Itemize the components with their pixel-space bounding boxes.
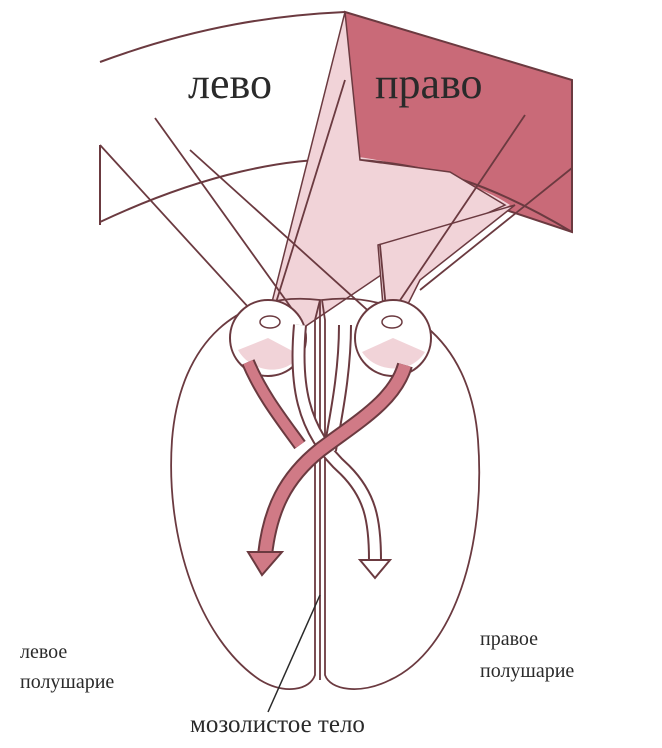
ray-left-2 <box>155 118 300 320</box>
left-eye-lens <box>260 316 280 328</box>
label-left-hemisphere-line2: полушарие <box>20 671 114 693</box>
pink-arrowhead <box>248 552 282 575</box>
label-left-hemisphere-line1: левое <box>20 641 67 663</box>
label-corpus-callosum: мозолистое тело <box>190 711 365 738</box>
corpus-callosum-pointer <box>268 595 320 712</box>
label-right-hemisphere-line1: правое <box>480 628 538 650</box>
ray-left-1 <box>100 145 260 320</box>
brain-outline <box>171 299 479 689</box>
right-eye-lens <box>382 316 402 328</box>
white-arrowhead <box>360 560 390 578</box>
label-left: лево <box>188 59 272 108</box>
label-right-hemisphere-line2: полушарие <box>480 660 574 682</box>
label-right: право <box>375 59 483 108</box>
visual-field-outer-arc <box>100 12 345 62</box>
